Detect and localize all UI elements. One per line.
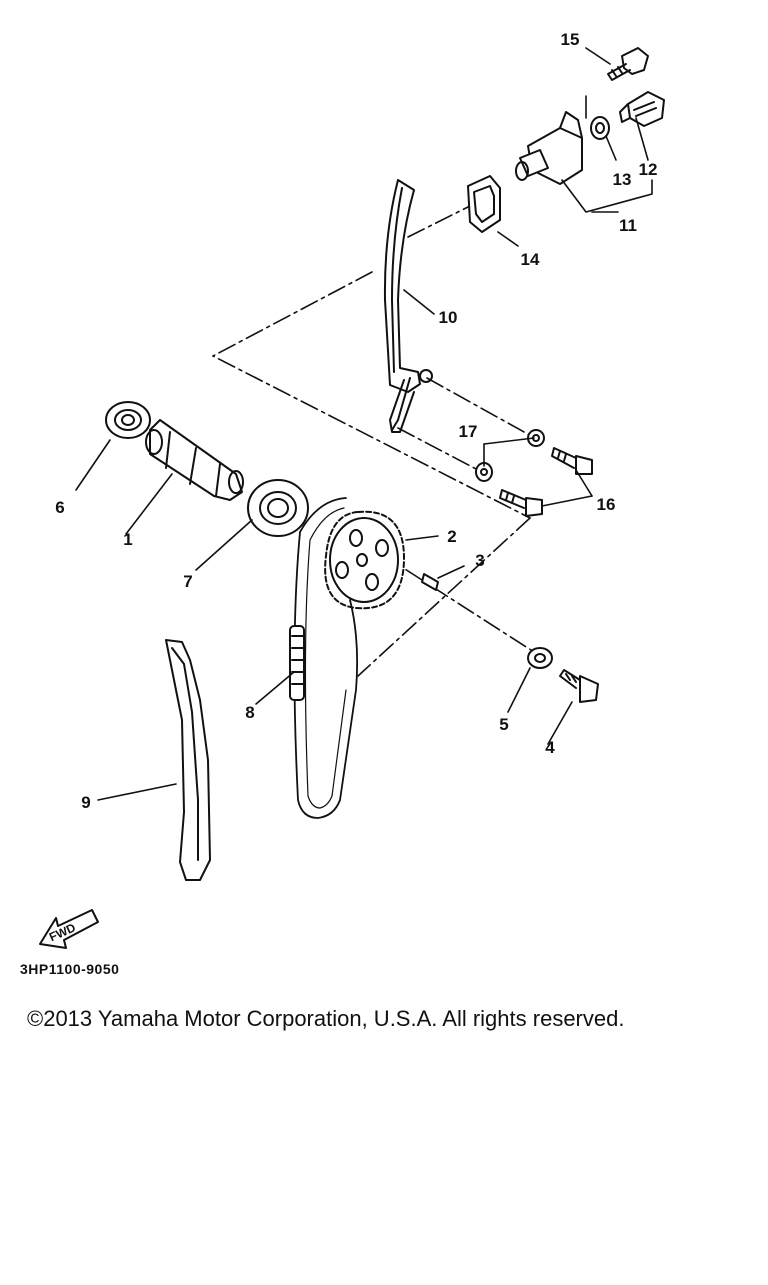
guide-bolt-upper bbox=[551, 447, 593, 475]
callout-15: 15 bbox=[561, 30, 580, 49]
diagram-code: 3HP1100-9050 bbox=[20, 961, 120, 977]
callout-8: 8 bbox=[245, 703, 254, 722]
callout-12: 12 bbox=[639, 160, 658, 179]
chain-guide bbox=[165, 639, 211, 881]
callout-1: 1 bbox=[123, 530, 132, 549]
copyright-notice: ©2013 Yamaha Motor Corporation, U.S.A. A… bbox=[27, 1006, 625, 1031]
tensioner-washer bbox=[590, 116, 610, 140]
callout-13: 13 bbox=[613, 170, 632, 189]
callout-3: 3 bbox=[475, 551, 484, 570]
camshaft bbox=[145, 419, 244, 501]
callout-6: 6 bbox=[55, 498, 64, 517]
fwd-arrow-icon bbox=[39, 909, 99, 949]
leader-lines bbox=[75, 47, 653, 801]
callout-7: 7 bbox=[183, 572, 192, 591]
tensioner-bolt bbox=[607, 47, 649, 81]
callout-11: 11 bbox=[619, 216, 637, 235]
dowel-pin bbox=[421, 573, 439, 591]
sprocket-bolt bbox=[559, 669, 599, 703]
reference-frame-lines bbox=[212, 206, 535, 677]
camshaft-bearing-left bbox=[105, 401, 151, 439]
callout-17: 17 bbox=[459, 422, 478, 441]
callout-9: 9 bbox=[81, 793, 90, 812]
tensioner-gasket bbox=[467, 175, 501, 233]
camshaft-bearing-right bbox=[247, 479, 309, 537]
callout-14: 14 bbox=[521, 250, 540, 269]
cam-chain bbox=[289, 497, 359, 819]
callout-10: 10 bbox=[439, 308, 458, 327]
tensioner-cap-bolt bbox=[619, 91, 665, 127]
sprocket-washer bbox=[527, 647, 553, 669]
callout-5: 5 bbox=[499, 715, 508, 734]
guide-bolt-lower bbox=[499, 489, 543, 517]
callout-4: 4 bbox=[545, 738, 555, 757]
cam-sprocket bbox=[324, 510, 405, 610]
tensioner-assembly bbox=[515, 111, 583, 185]
callout-16: 16 bbox=[597, 495, 616, 514]
callout-2: 2 bbox=[447, 527, 456, 546]
tensioner-guide bbox=[383, 179, 433, 433]
callout-labels: 1 2 3 4 5 6 7 8 9 10 11 12 13 14 15 16 1… bbox=[55, 30, 657, 812]
